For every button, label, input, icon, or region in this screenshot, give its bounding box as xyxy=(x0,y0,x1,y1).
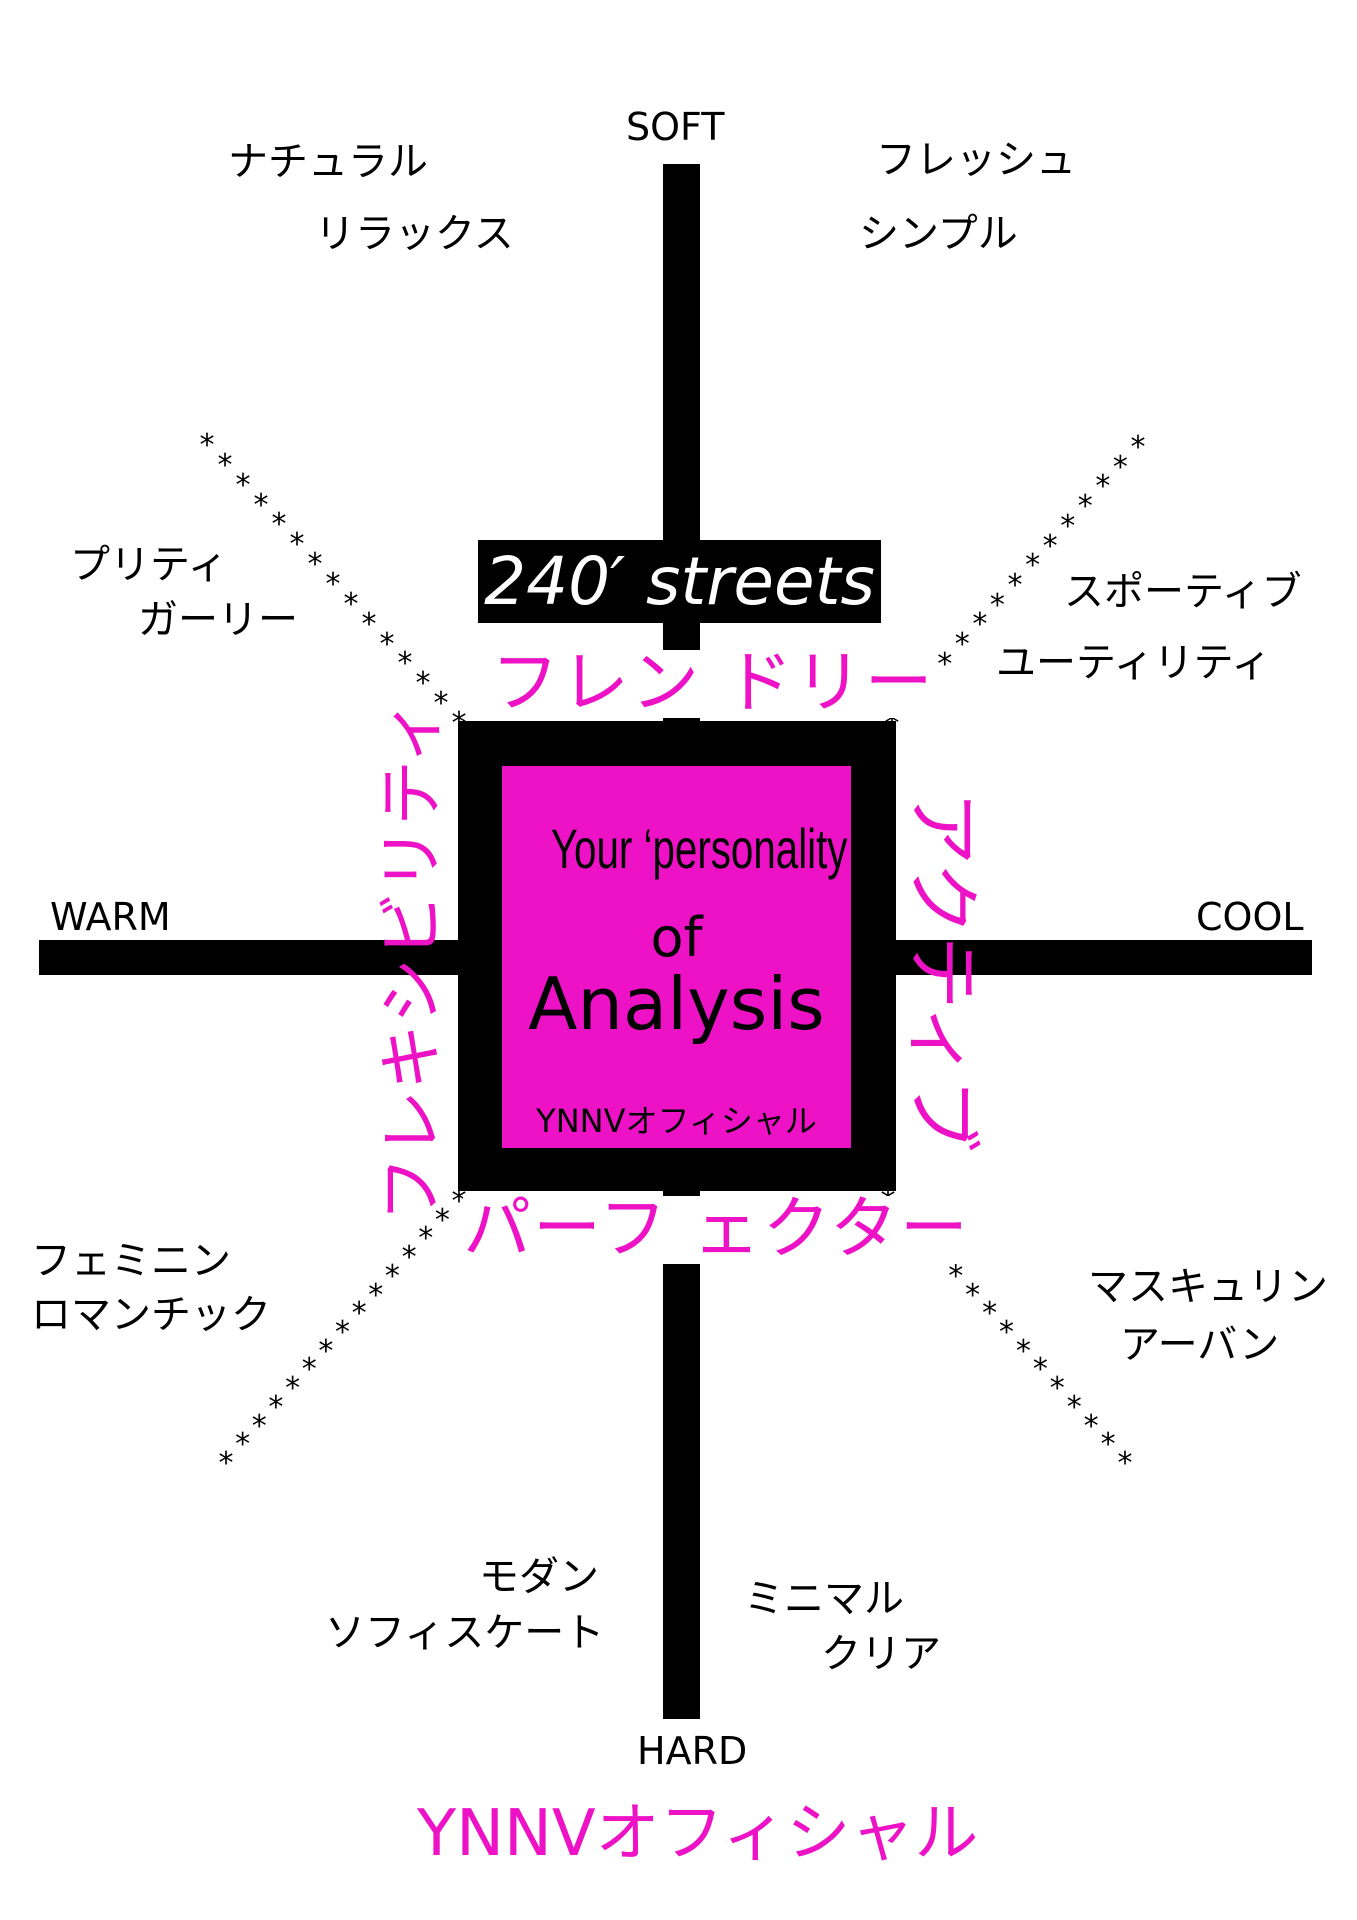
asterisk-mark: * xyxy=(1117,1446,1133,1481)
word-natural: ナチュラル xyxy=(228,139,428,185)
asterisk-mark: * xyxy=(954,627,970,663)
asterisk-mark: * xyxy=(301,1352,317,1388)
asterisk-mark: * xyxy=(289,527,305,563)
asterisk-mark: * xyxy=(418,1221,434,1257)
asterisk-mark: * xyxy=(318,1333,334,1369)
word-masculine: マスキュリン xyxy=(1088,1264,1328,1310)
word-sophisticate: ソフィスケート xyxy=(325,1610,605,1656)
asterisk-mark: * xyxy=(972,607,988,643)
asterisk-mark: * xyxy=(401,1240,417,1276)
asterisk-mark: * xyxy=(1042,528,1058,564)
word-feminine: フェミニン xyxy=(31,1238,231,1284)
asterisk-mark: * xyxy=(1049,1371,1065,1407)
asterisk-mark: * xyxy=(1032,1352,1048,1388)
word-simple: シンプル xyxy=(859,211,1018,257)
asterisk-mark: * xyxy=(307,547,323,583)
asterisk-mark: * xyxy=(1015,1333,1031,1369)
asterisk-mark: * xyxy=(199,428,215,463)
asterisk-mark: * xyxy=(361,606,377,642)
asterisk-mark: * xyxy=(1130,430,1146,465)
asterisk-mark: * xyxy=(397,646,413,682)
asterisk-mark: * xyxy=(368,1277,384,1313)
asterisk-mark: * xyxy=(218,1446,234,1481)
side-label-left: フレキシビリティ xyxy=(373,697,450,1223)
center-line-1: Your ‘personality xyxy=(550,817,848,880)
word-modern: モダン xyxy=(479,1554,599,1600)
side-label-bottom: パーフ ェクター xyxy=(463,1190,970,1269)
word-urban: アーバン xyxy=(1120,1322,1280,1368)
asterisk-mark: * xyxy=(379,626,395,662)
word-pretty: プリティ xyxy=(70,542,228,588)
asterisk-mark: * xyxy=(235,467,251,503)
title-box: 240′ streets xyxy=(478,540,881,623)
asterisk-mark: * xyxy=(999,1315,1014,1350)
axis-label-cool: COOL xyxy=(1196,895,1304,939)
asterisk-mark: * xyxy=(1025,548,1041,584)
asterisk-mark: * xyxy=(1095,469,1111,505)
asterisk-mark: * xyxy=(415,666,431,702)
axis-label-soft: SOFT xyxy=(626,105,725,149)
asterisk-mark: * xyxy=(1112,449,1128,485)
word-romantic: ロマンチック xyxy=(31,1292,271,1338)
word-relax: リラックス xyxy=(315,211,514,257)
asterisk-mark: * xyxy=(351,1296,367,1332)
asterisk-mark: * xyxy=(384,1258,400,1294)
center-brand: YNNVオフィシャル xyxy=(536,1102,817,1140)
center-panel: Your ‘personality of Analysis YNNVオフィシャル xyxy=(502,766,851,1148)
word-minimal: ミニマル xyxy=(744,1576,904,1622)
asterisk-mark: * xyxy=(1100,1427,1116,1463)
asterisk-mark: * xyxy=(235,1427,251,1463)
center-line-2: of xyxy=(650,906,703,969)
asterisk-mark: * xyxy=(268,1389,284,1425)
axis-label-warm: WARM xyxy=(50,895,171,939)
word-utility: ユーティリティ xyxy=(996,640,1272,686)
asterisk-mark: * xyxy=(948,1258,964,1294)
asterisk-mark: * xyxy=(433,686,449,722)
asterisk-mark: * xyxy=(251,1408,267,1444)
asterisk-mark: * xyxy=(253,487,269,523)
asterisk-mark: * xyxy=(1007,568,1023,603)
asterisk-mark: * xyxy=(451,1184,467,1219)
asterisk-mark: * xyxy=(1060,508,1076,544)
asterisk-mark: * xyxy=(1083,1408,1099,1444)
asterisk-mark: * xyxy=(335,1315,350,1350)
side-label-top: フレン ドリー xyxy=(491,644,935,723)
word-clear: クリア xyxy=(821,1631,941,1677)
asterisk-mark: * xyxy=(965,1277,981,1313)
asterisk-mark: * xyxy=(271,507,287,543)
asterisk-mark: * xyxy=(982,1296,998,1332)
title-text: 240′ streets xyxy=(484,543,875,620)
asterisk-mark: * xyxy=(343,586,359,622)
word-sportive: スポーティブ xyxy=(1064,569,1302,615)
footer-brand: YNNVオフィシャル xyxy=(417,1797,979,1871)
asterisk-mark: * xyxy=(937,646,953,682)
asterisk-mark: * xyxy=(217,447,233,483)
asterisk-mark: * xyxy=(989,587,1005,623)
asterisk-mark: * xyxy=(325,567,341,602)
asterisk-mark: * xyxy=(1066,1389,1082,1425)
asterisk-mark: * xyxy=(434,1202,450,1238)
center-line-3: Analysis xyxy=(528,962,825,1046)
word-fresh: フレッシュ xyxy=(876,137,1076,183)
side-label-right: アクティブ xyxy=(899,791,985,1153)
axis-label-hard: HARD xyxy=(637,1729,748,1773)
asterisk-mark: * xyxy=(1077,489,1093,525)
word-girly: ガーリー xyxy=(138,597,298,643)
asterisk-mark: * xyxy=(285,1371,301,1407)
